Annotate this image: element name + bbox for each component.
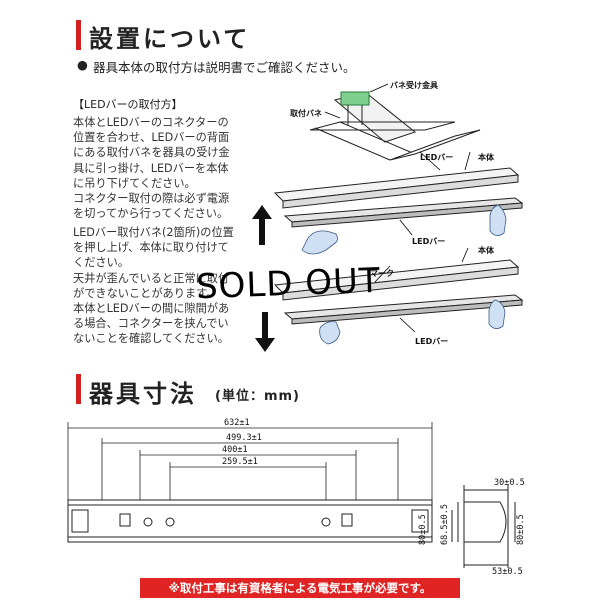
dimension-259: 259.5±1 xyxy=(222,457,258,467)
section-title-installation: 設置について xyxy=(89,25,251,53)
led-bar-lower-illustration xyxy=(283,294,524,325)
fixture-body-illustration xyxy=(273,167,520,209)
fixture-body-lower-illustration xyxy=(273,259,520,301)
dimension-80-right: 80±0.5 xyxy=(516,514,526,545)
dimension-53: 53±0.5 xyxy=(492,567,523,577)
bullet-icon: ● xyxy=(77,57,88,72)
ceiling-frame-illustration xyxy=(309,91,481,161)
hand-icon xyxy=(489,204,507,236)
section-accent-bar xyxy=(76,20,81,50)
unit-label: (単位：mm) xyxy=(215,389,300,404)
label-led-bar-3: LEDバー xyxy=(415,337,449,346)
dimension-632: 632±1 xyxy=(224,418,250,428)
ledbar-subheading: 【LEDバーの取付方】 xyxy=(73,98,183,111)
arrow-down-icon xyxy=(255,312,275,352)
installation-note: 器具本体の取付方は説明書でご確認ください。 xyxy=(93,60,356,75)
installation-diagram xyxy=(273,83,524,345)
label-led-bar-1: LEDバー xyxy=(420,153,454,162)
fixture-plan-view xyxy=(67,499,433,543)
hand-icon xyxy=(301,230,338,255)
label-mounting-spring: 取付バネ xyxy=(290,109,322,118)
arrow-up-icon xyxy=(252,205,272,245)
instruction-paragraph-2: LEDバー取付バネ(2箇所)の位置 を押し上げ、本体に取り付けて ください。 天… xyxy=(73,226,234,346)
led-bar-illustration xyxy=(283,197,524,228)
electrical-work-notice: ※取付工事は有資格者による電気工事が必要です。 xyxy=(140,578,460,598)
dimension-30: 30±0.5 xyxy=(494,478,525,488)
dimension-68: 68.5±0.5 xyxy=(440,504,450,545)
label-led-bar-2: LEDバー xyxy=(412,237,446,246)
hand-icon xyxy=(488,299,506,329)
hand-icon xyxy=(319,321,341,345)
instruction-paragraph-1: 本体とLEDバーのコネクターの 位置を合わせ、LEDバーの背面 にある取付バネを… xyxy=(73,116,230,221)
label-spring-bracket: バネ受け金具 xyxy=(390,81,438,90)
label-mark: マーク xyxy=(370,269,394,278)
label-body-1: 本体 xyxy=(478,153,494,162)
dimension-499: 499.3±1 xyxy=(226,433,262,443)
dimension-400: 400±1 xyxy=(222,445,248,455)
dimension-drawing xyxy=(67,422,516,568)
label-body-2: 本体 xyxy=(478,246,494,255)
fixture-side-view xyxy=(451,485,516,568)
section-accent-bar xyxy=(76,374,81,404)
sold-out-stamp: SOLD OUT xyxy=(195,260,382,308)
dimension-80-left: 80±0.5 xyxy=(418,514,428,545)
section-title-dimensions: 器具寸法 xyxy=(89,380,197,408)
